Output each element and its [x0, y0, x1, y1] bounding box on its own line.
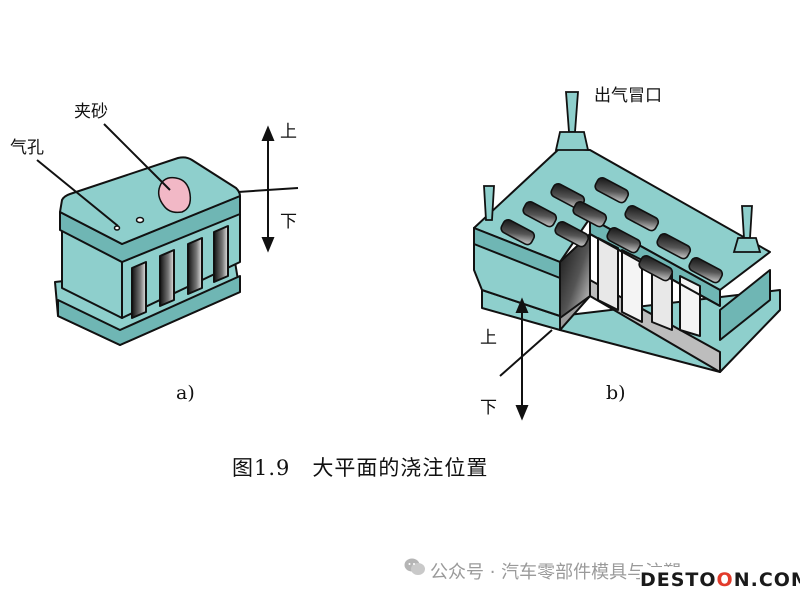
wechat-icon — [404, 558, 425, 575]
gas-hole-mark — [135, 216, 145, 224]
casting-a — [54, 156, 241, 346]
label-vent-riser: 出气冒口 — [594, 86, 662, 106]
direction-down-b: 下 — [480, 398, 497, 418]
vent-risers — [483, 91, 762, 253]
direction-arrow-a — [237, 125, 299, 253]
site-logo: DESTOON.COM — [640, 567, 800, 593]
figure-caption: 图1.9 大平面的浇注位置 — [232, 456, 489, 480]
leader-gas-hole — [36, 159, 119, 227]
subcaption-b: b) — [606, 382, 626, 404]
slab-pockets — [500, 176, 724, 284]
casting-b — [473, 147, 781, 373]
direction-arrow-b — [499, 297, 553, 421]
direction-up-b: 上 — [480, 328, 497, 348]
label-gas-hole: 气孔 — [10, 138, 44, 158]
leader-sand-inclusion — [103, 123, 171, 191]
label-sand-inclusion: 夹砂 — [74, 102, 108, 122]
direction-up-a: 上 — [280, 122, 297, 142]
watermark-text: 公众号 · 汽车零部件模具与注塑 — [430, 562, 682, 583]
subcaption-a: a) — [176, 382, 195, 404]
direction-down-a: 下 — [280, 212, 297, 232]
